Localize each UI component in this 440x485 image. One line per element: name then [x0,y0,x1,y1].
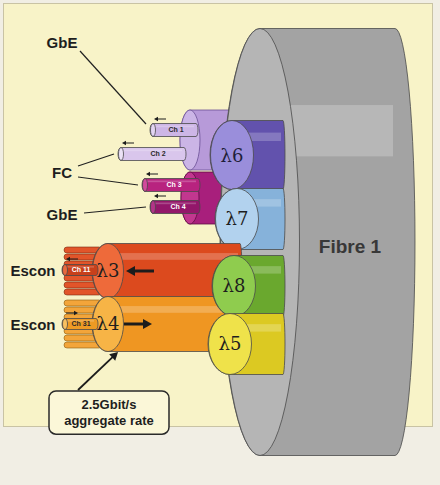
channel-cable-face [151,201,156,214]
channel-cable-body [62,265,98,276]
callout-arrow-line [78,356,113,390]
wavelength-channel-highlight [108,306,233,313]
wavelength-channel-face [93,244,124,299]
small-direction-arrow-shaft [157,119,166,120]
channel-label: λ5 [219,333,242,355]
channel-label: λ4 [97,313,120,335]
small-direction-arrow-shaft [157,196,166,197]
wavelength-channel-shape [215,188,285,250]
wavelength-channel: λ7 [215,188,285,250]
small-direction-arrow-shaft [66,313,75,314]
direction-arrow [126,266,154,276]
channel-cable-face [63,319,68,330]
wavelength-channel: λ5 [208,313,285,375]
channel-label: Ch 11 [72,266,91,274]
channel-cable: Ch 2 [118,147,186,161]
wavelength-channel-face [213,256,256,317]
small-direction-arrow [154,194,166,198]
direction-arrow [124,319,152,329]
wavelength-channel-body [210,121,285,190]
callout-box: 2.5Gbit/s aggregate rate [48,390,170,435]
channel-cable: Ch 11 [62,264,98,276]
channel-label: λ8 [223,275,246,297]
leader-line [78,154,114,166]
channel-label: Ch 31 [71,320,90,328]
channel-cable-face [151,124,156,137]
small-direction-arrow-shaft [149,174,158,175]
small-direction-arrow-head [74,311,78,315]
small-direction-arrow [154,117,166,121]
leader-line [80,51,146,124]
wavelength-channel-body [215,189,285,250]
small-direction-arrow-head [146,172,150,176]
callout-arrow [78,352,118,390]
callout-label: GbE [47,206,78,223]
wavelength-channel: λ8 [212,255,285,317]
callout-label: Escon [10,316,55,333]
callout-label: Escon [10,262,55,279]
channel-label: λ3 [97,260,120,282]
channel-cable-body [150,201,200,214]
direction-arrow-head [126,266,135,276]
channel-cable: Ch 31 [62,318,98,330]
wavelength-channel-body [208,314,285,375]
channel-cable-face [119,148,124,161]
direction-arrow-shaft [133,270,154,273]
wavelength-channel-face [211,121,254,190]
small-direction-arrow-head [66,257,70,261]
wavelength-channel-highlight [108,253,238,260]
wavelength-channel: λ6 [210,120,285,190]
small-direction-arrow-shaft [125,143,134,144]
small-direction-arrow-shaft [69,259,78,260]
wavelength-channel-face [209,314,252,375]
callout-arrow-head [109,352,118,361]
channel-cable-face [143,179,148,192]
channel-label: λ7 [226,208,249,230]
small-direction-arrow-head [154,117,158,121]
callout-box-outline [49,391,169,434]
channel-cable: Ch 4 [150,200,200,214]
small-direction-arrow-head [122,141,126,145]
callout-label: FC [52,164,72,181]
small-direction-arrow-head [154,194,158,198]
channel-cable-body [118,148,186,161]
channel-label: Ch 3 [166,181,181,189]
channel-cable-body [142,179,200,192]
channel-cable-face [63,265,68,276]
channel-label: Ch 2 [150,150,165,158]
channel-label: Ch 1 [168,126,183,134]
direction-arrow-head [143,319,152,329]
channel-label: Ch 4 [170,203,185,211]
channel-cable: Ch 3 [142,178,200,192]
small-direction-arrow [122,141,134,145]
leader-line [78,177,138,185]
channel-cable-body [62,319,98,330]
wavelength-channel-body [212,256,285,317]
small-direction-arrow [66,257,78,261]
callout-label: GbE [47,34,78,51]
fibre-label: Fibre 1 [319,236,381,259]
channel-cable-body [150,124,198,137]
wavelength-channel-face [216,189,259,250]
callout-text: 2.5Gbit/s aggregate rate [54,397,164,428]
direction-arrow-shaft [124,323,145,326]
leader-line [84,207,146,213]
wavelength-channel-face [93,297,124,352]
small-direction-arrow [66,311,78,315]
small-direction-arrow [146,172,158,176]
lilac-tube-face [180,110,200,170]
channel-cable: Ch 1 [150,123,198,137]
channel-label: λ6 [221,145,244,167]
